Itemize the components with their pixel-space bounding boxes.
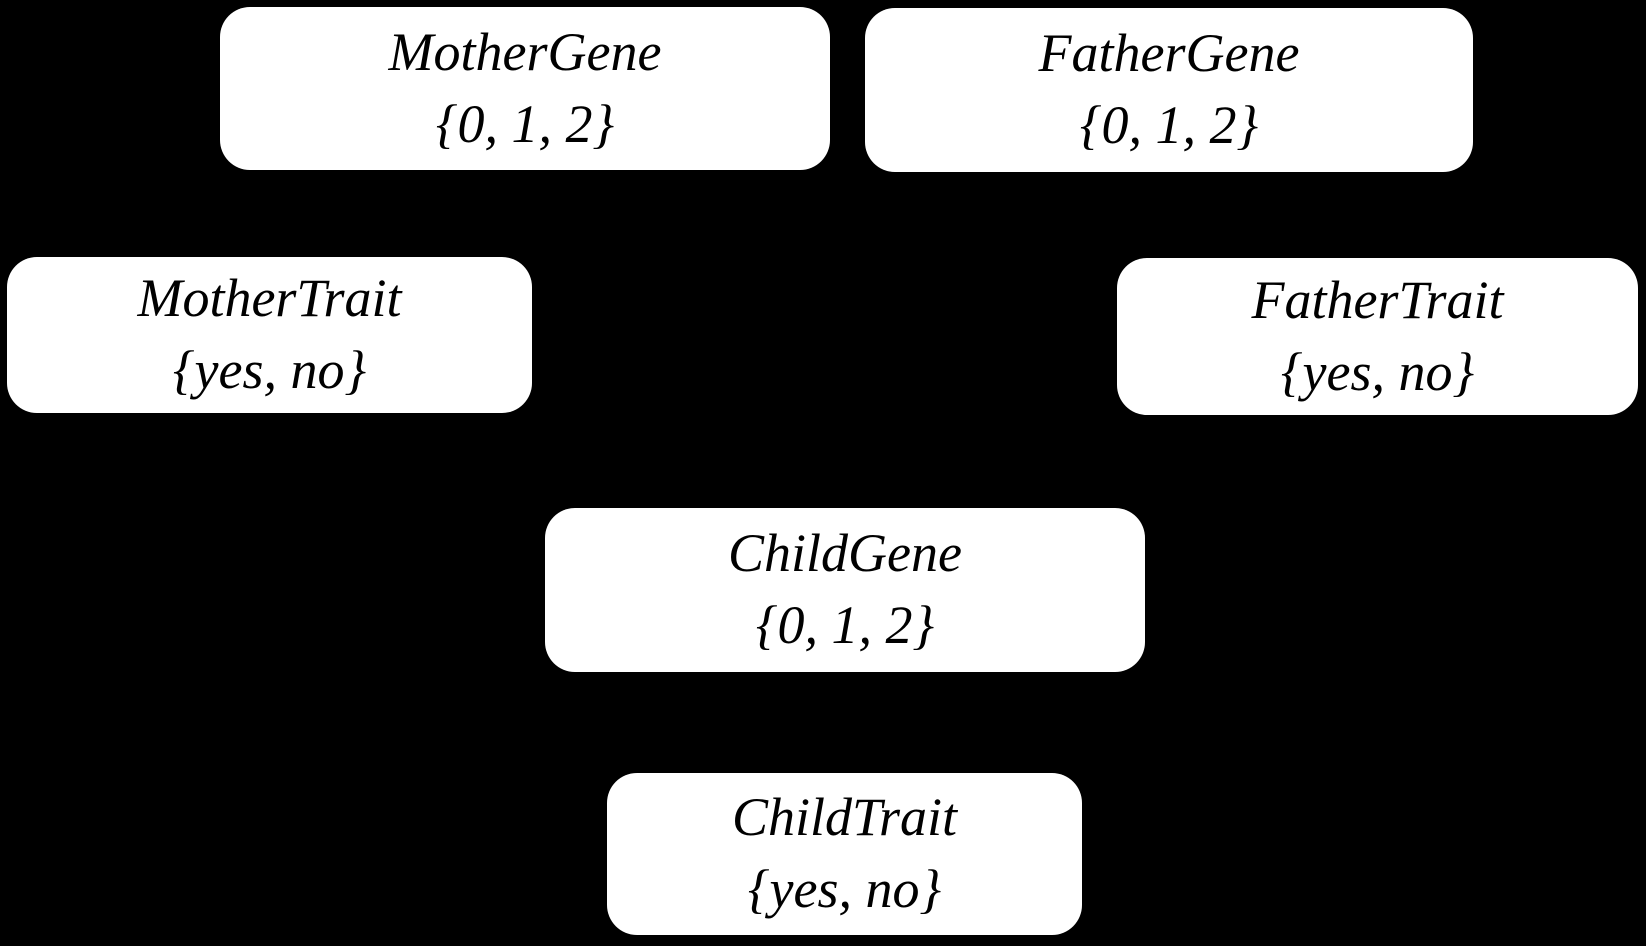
node-father-gene-label: FatherGene bbox=[1038, 23, 1300, 84]
node-father-gene-domain: {0, 1, 2} bbox=[1079, 95, 1259, 155]
node-child-trait: ChildTrait {yes, no} bbox=[607, 773, 1082, 935]
node-mother-trait: MotherTrait {yes, no} bbox=[7, 257, 532, 413]
node-father-trait-label: FatherTrait bbox=[1251, 269, 1504, 330]
node-child-trait-label: ChildTrait bbox=[731, 787, 958, 848]
node-father-trait: FatherTrait {yes, no} bbox=[1117, 258, 1638, 415]
node-father-gene: FatherGene {0, 1, 2} bbox=[865, 8, 1473, 172]
node-mother-trait-label: MotherTrait bbox=[137, 268, 402, 329]
node-mother-gene: MotherGene {0, 1, 2} bbox=[220, 7, 830, 170]
node-father-trait-domain: {yes, no} bbox=[1280, 341, 1475, 402]
node-mother-trait-domain: {yes, no} bbox=[172, 340, 367, 400]
node-child-gene-domain: {0, 1, 2} bbox=[755, 595, 935, 655]
node-child-gene: ChildGene {0, 1, 2} bbox=[545, 508, 1145, 672]
node-child-gene-label: ChildGene bbox=[728, 523, 962, 584]
node-mother-gene-label: MotherGene bbox=[388, 21, 662, 82]
node-mother-gene-domain: {0, 1, 2} bbox=[435, 93, 615, 154]
node-child-trait-domain: {yes, no} bbox=[747, 859, 942, 919]
